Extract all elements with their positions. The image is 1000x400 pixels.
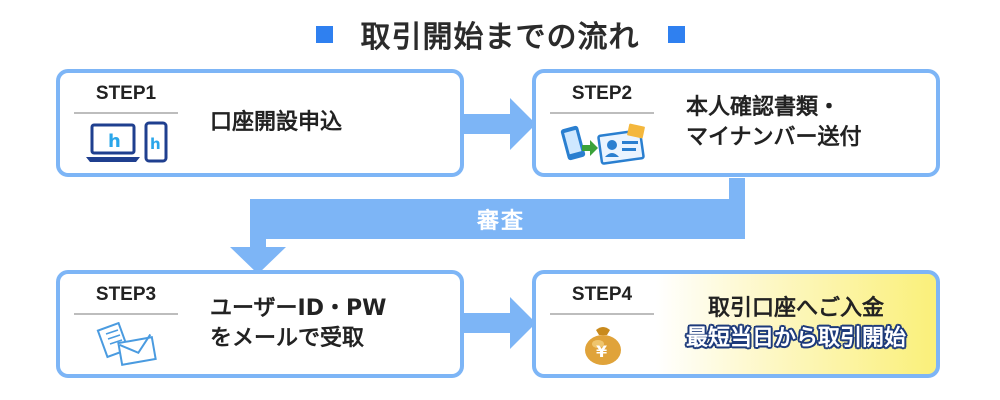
step4-divider [550, 313, 654, 315]
svg-text:¥: ¥ [596, 342, 607, 361]
title-square-right [667, 25, 685, 43]
page-title-text: 取引開始までの流れ [360, 20, 640, 55]
step2-text-line2: マイナンバー送付 [686, 125, 862, 150]
id-card-upload-icon [560, 123, 645, 165]
arrow-step3-to-step4 [464, 297, 536, 349]
yen-money-bag-icon: ¥ [585, 327, 621, 365]
svg-text:h: h [150, 135, 161, 153]
arrow-step1-to-step2 [464, 98, 536, 150]
step1-card: STEP1 h h 口座開設申込 [56, 69, 464, 177]
step4-card: STEP4 ¥ 取引口座へご入金 最短当日から取引開始 [532, 270, 940, 378]
step4-text-line1: 取引口座へご入金 [707, 296, 884, 321]
step3-text-line1: ユーザーID・PW [210, 296, 387, 321]
step2-text-line1: 本人確認書類・ [686, 95, 841, 120]
connector-label-shinsa: 審査 [476, 209, 525, 234]
step3-text-line2: をメールで受取 [210, 326, 365, 351]
step3-label: STEP3 [95, 284, 157, 305]
step1-divider [74, 112, 178, 114]
title-square-left [315, 25, 333, 43]
svg-text:h: h [108, 131, 121, 152]
step1-text: 口座開設申込 [210, 110, 343, 135]
step2-label: STEP2 [571, 83, 633, 104]
page-title: 取引開始までの流れ [0, 14, 1000, 55]
step2-card: STEP2 本人確認書類・ マイナンバー送付 [532, 69, 940, 177]
step3-card: STEP3 ユーザーID・PW をメールで受取 [56, 270, 464, 378]
envelope-letters-icon [96, 322, 157, 366]
step1-label: STEP1 [95, 83, 157, 104]
laptop-smartphone-icon: h h [86, 121, 168, 163]
connector-step2-to-step3 [230, 178, 745, 274]
step4-label: STEP4 [571, 284, 633, 305]
step4-text-line2: 最短当日から取引開始 [685, 326, 906, 351]
step2-divider [550, 112, 654, 114]
step3-divider [74, 313, 178, 315]
